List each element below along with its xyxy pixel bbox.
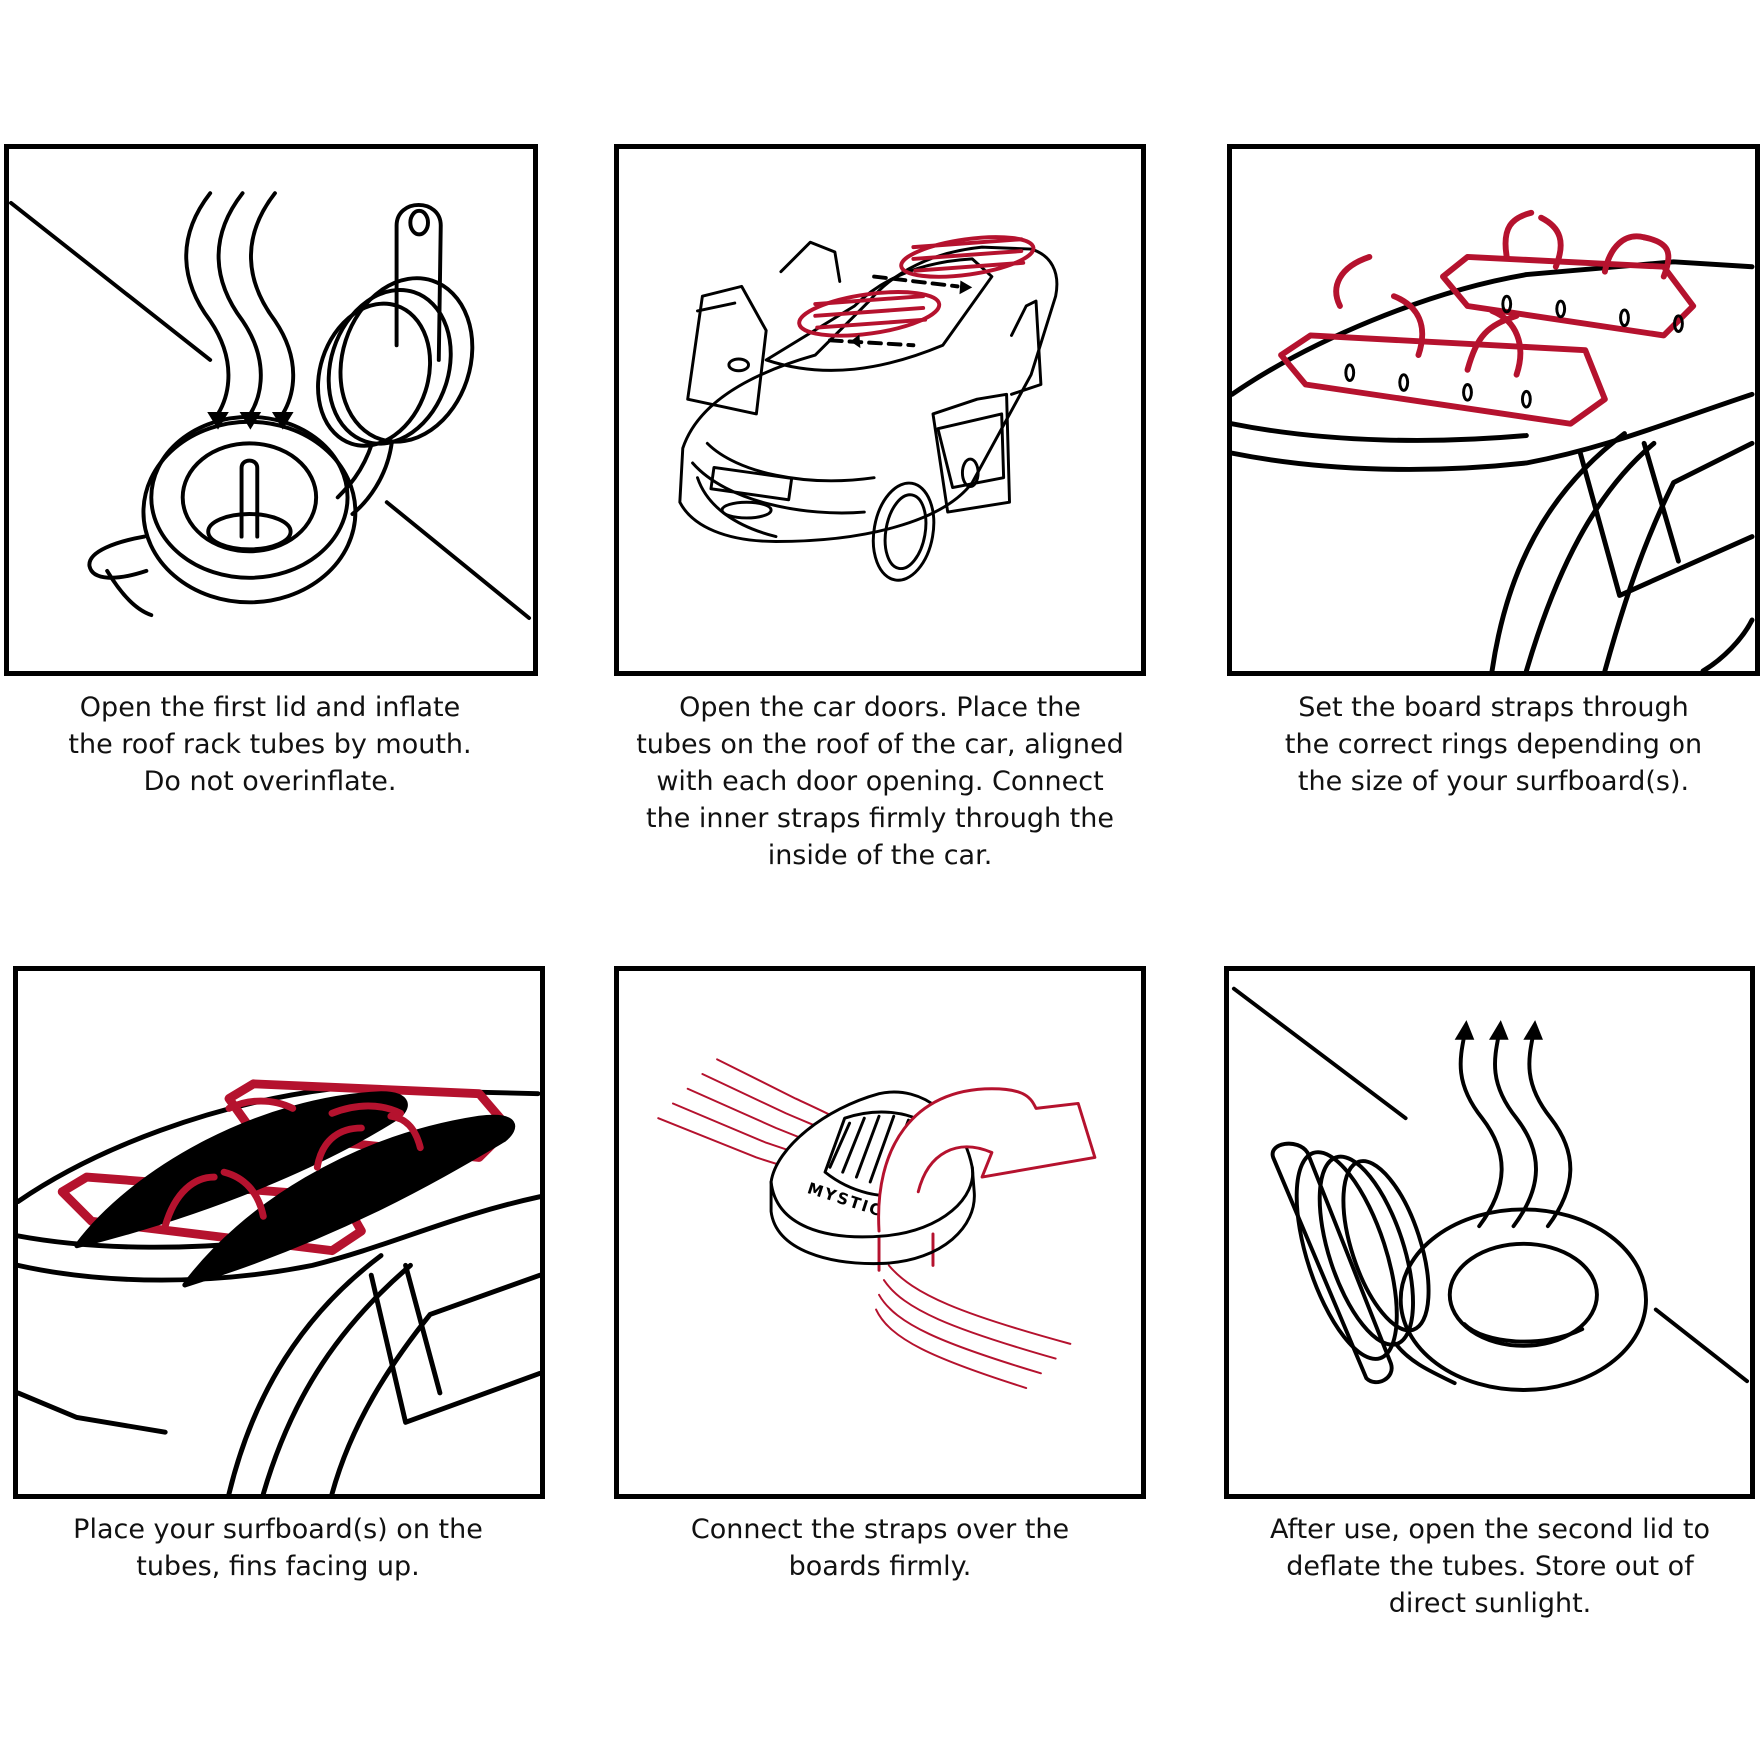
step-1-caption: Open the first lid and inflate the roof … <box>68 692 472 797</box>
step-3-caption: Set the board straps through the correct… <box>1284 692 1703 797</box>
step-6-caption: After use, open the second lid to deflat… <box>1270 1514 1710 1619</box>
surfboards-on-roof-icon <box>18 1079 540 1494</box>
step-2-panel <box>614 144 1146 676</box>
step-1-panel <box>4 144 538 676</box>
step-5-panel: MYSTIC <box>614 966 1146 1499</box>
strap-buckle-icon: MYSTIC <box>657 1058 1097 1390</box>
step-5-caption: Connect the straps over the boards firml… <box>690 1514 1070 1582</box>
car-doors-open-icon <box>678 235 1059 582</box>
valve-inflate-icon <box>9 191 532 620</box>
step-4-panel <box>13 966 545 1499</box>
roof-straps-icon <box>1232 209 1755 671</box>
step-2-caption: Open the car doors. Place the tubes on t… <box>636 692 1124 871</box>
step-3-panel <box>1227 144 1760 676</box>
step-6-panel <box>1224 966 1755 1499</box>
step-4-caption: Place your surfboard(s) on the tubes, fi… <box>73 1514 483 1582</box>
valve-deflate-icon <box>1231 986 1750 1392</box>
